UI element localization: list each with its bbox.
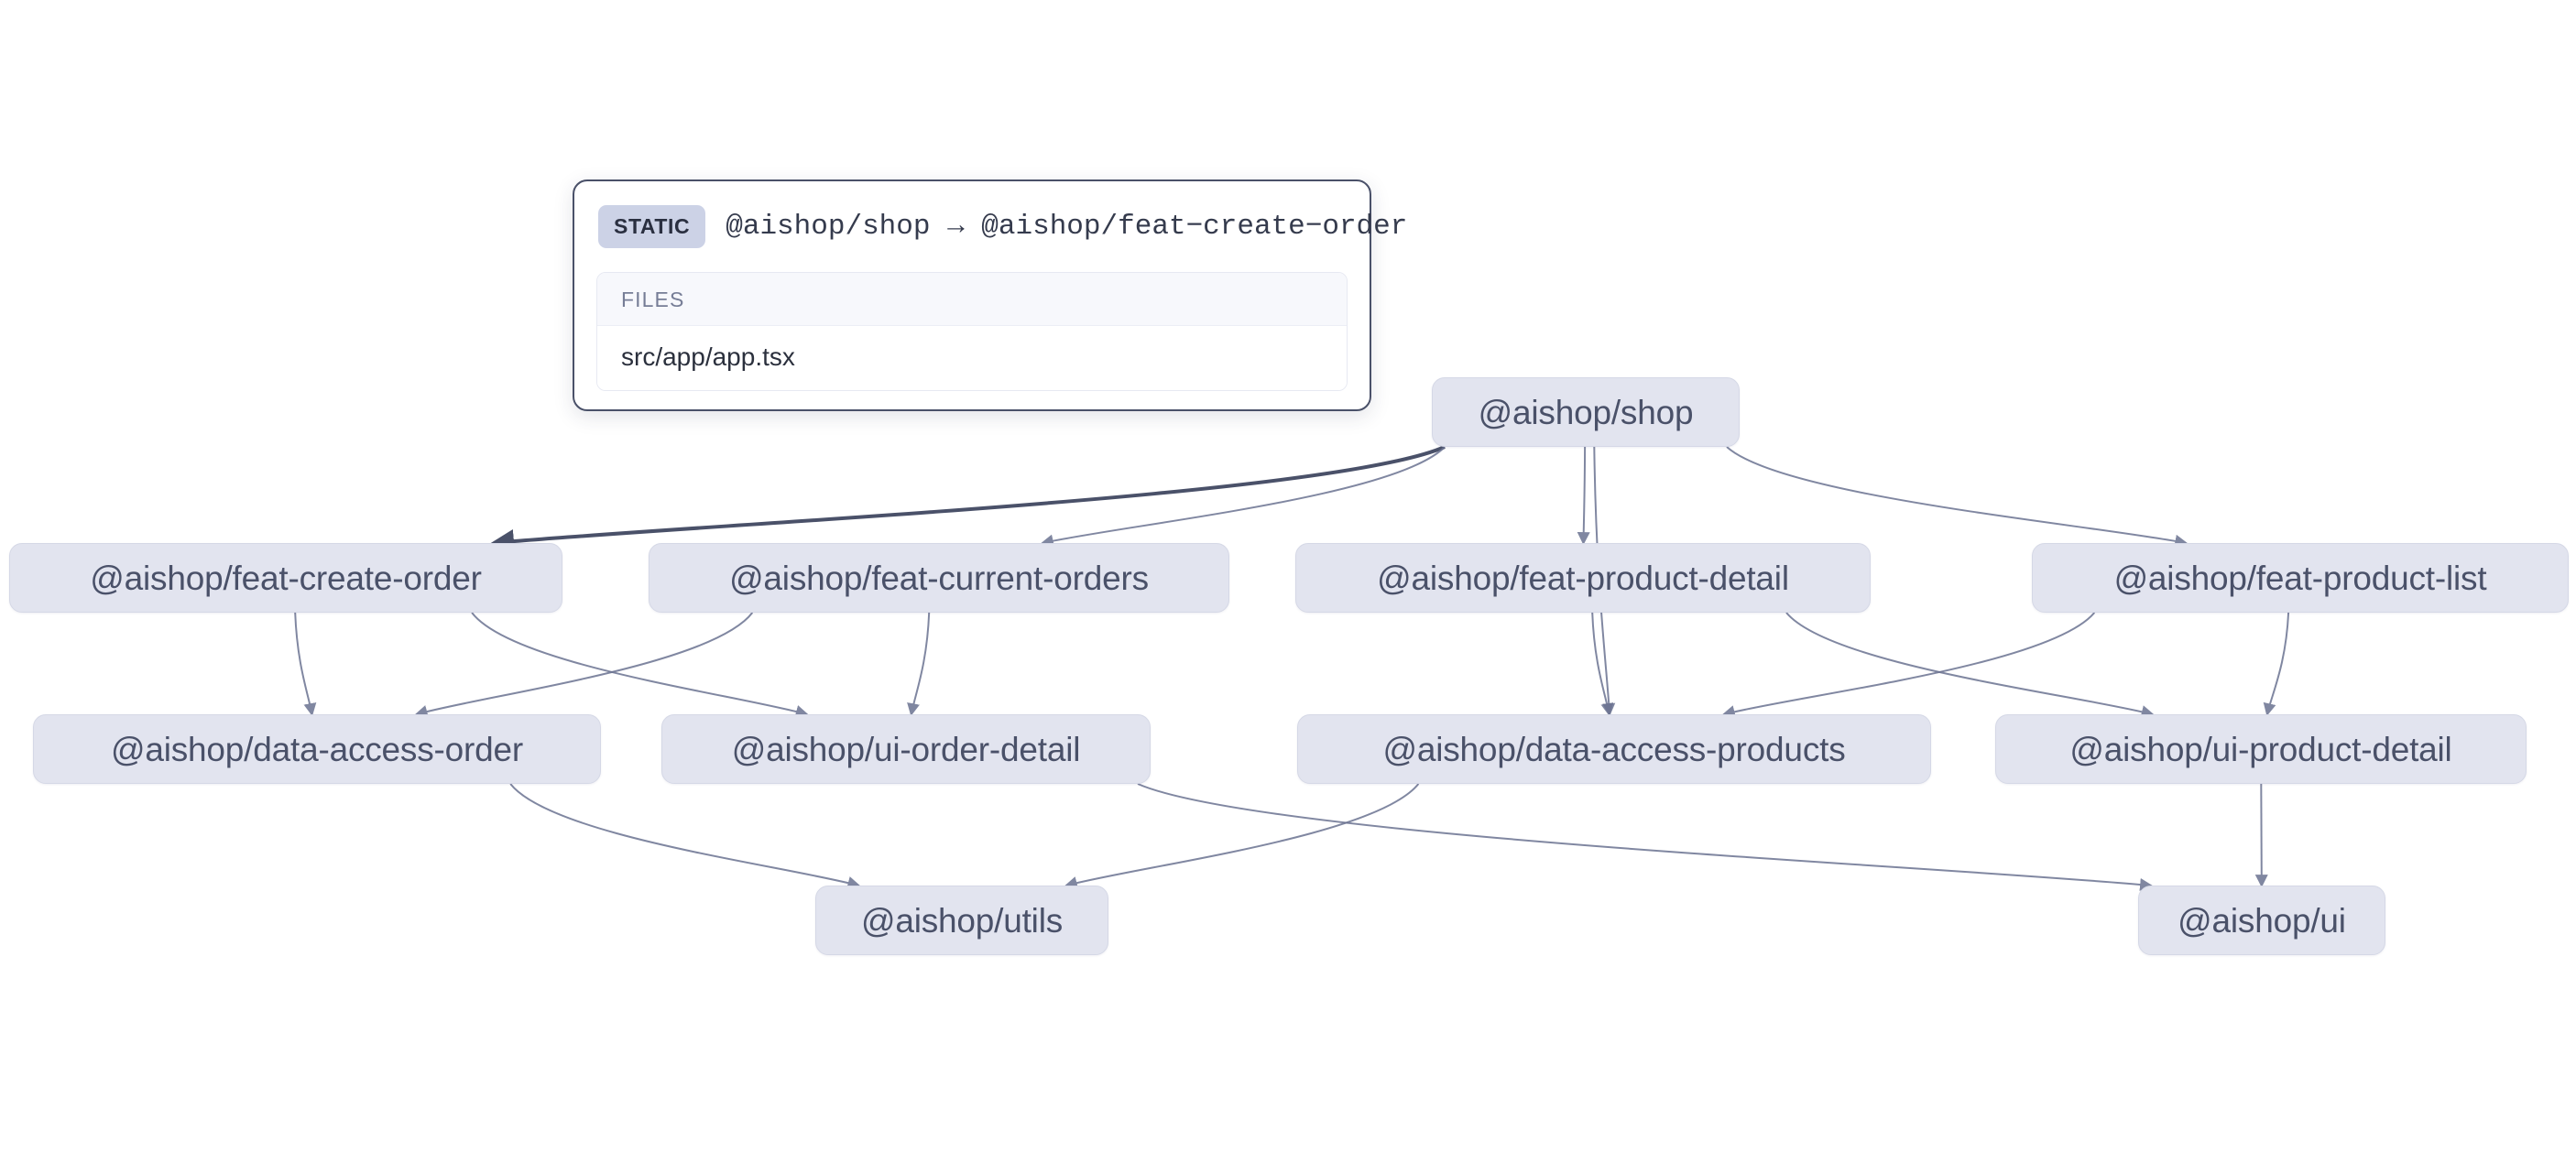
graph-edge-ui-product-detail-to-ui[interactable] xyxy=(2254,783,2268,888)
graph-node-ui-product-detail[interactable]: @aishop/ui-product-detail xyxy=(1995,714,2527,784)
graph-node-label: @aishop/feat-product-list xyxy=(2113,559,2487,597)
graph-edge-shop-to-feat-current-orders[interactable] xyxy=(1040,446,1446,548)
graph-edge-feat-create-order-to-data-access-order[interactable] xyxy=(294,612,317,717)
graph-edge-data-access-products-to-utils[interactable] xyxy=(1064,783,1420,889)
graph-node-label: @aishop/ui-product-detail xyxy=(2069,730,2452,768)
graph-node-feat-create-order[interactable]: @aishop/feat-create-order xyxy=(9,543,562,613)
graph-node-data-access-products[interactable]: @aishop/data-access-products xyxy=(1297,714,1931,784)
graph-node-utils[interactable]: @aishop/utils xyxy=(815,886,1108,955)
graph-edge-data-access-order-to-utils[interactable] xyxy=(509,783,861,889)
graph-edge-feat-product-list-to-data-access-products[interactable] xyxy=(1721,612,2096,718)
graph-node-label: @aishop/ui-order-detail xyxy=(731,730,1081,768)
file-row[interactable]: src/app/app.tsx xyxy=(597,326,1347,390)
graph-edge-shop-to-feat-product-detail[interactable] xyxy=(1577,446,1590,546)
graph-edge-feat-product-list-to-ui-product-detail[interactable] xyxy=(2263,612,2290,717)
graph-edge-ui-order-detail-to-ui[interactable] xyxy=(1137,783,2154,891)
graph-node-data-access-order[interactable]: @aishop/data-access-order xyxy=(33,714,601,784)
graph-edge-shop-to-feat-create-order[interactable] xyxy=(490,445,1446,553)
files-list: src/app/app.tsx xyxy=(597,326,1347,390)
graph-node-label: @aishop/feat-create-order xyxy=(90,559,482,597)
graph-edge-feat-current-orders-to-ui-order-detail[interactable] xyxy=(907,612,931,717)
graph-edge-feat-current-orders-to-data-access-order[interactable] xyxy=(414,612,754,718)
graph-node-label: @aishop/feat-product-detail xyxy=(1377,559,1789,597)
graph-edge-shop-to-feat-product-list[interactable] xyxy=(1726,446,2189,548)
files-panel-header: FILES xyxy=(597,273,1347,326)
graph-edge-feat-create-order-to-ui-order-detail[interactable] xyxy=(471,612,809,718)
graph-node-ui[interactable]: @aishop/ui xyxy=(2138,886,2385,955)
graph-node-feat-current-orders[interactable]: @aishop/feat-current-orders xyxy=(649,543,1229,613)
graph-edge-feat-product-detail-to-data-access-products[interactable] xyxy=(1591,612,1614,717)
detail-card-title: @aishop/shop → @aishop/feat−create−order xyxy=(726,211,1408,243)
detail-card-header: STATIC @aishop/shop → @aishop/feat−creat… xyxy=(596,201,1407,250)
graph-edge-feat-product-detail-to-ui-product-detail[interactable] xyxy=(1785,612,2155,718)
graph-node-shop[interactable]: @aishop/shop xyxy=(1432,377,1740,447)
graph-node-feat-product-detail[interactable]: @aishop/feat-product-detail xyxy=(1295,543,1871,613)
status-badge: STATIC xyxy=(598,205,706,248)
graph-node-label: @aishop/data-access-products xyxy=(1382,730,1846,768)
files-panel: FILES src/app/app.tsx xyxy=(596,272,1348,391)
graph-node-ui-order-detail[interactable]: @aishop/ui-order-detail xyxy=(661,714,1151,784)
graph-node-label: @aishop/shop xyxy=(1478,393,1694,431)
graph-node-label: @aishop/feat-current-orders xyxy=(729,559,1149,597)
graph-node-label: @aishop/data-access-order xyxy=(110,730,524,768)
edge-detail-card[interactable]: STATIC @aishop/shop → @aishop/feat−creat… xyxy=(573,179,1407,411)
graph-node-label: @aishop/ui xyxy=(2178,901,2346,940)
graph-edge-shop-to-data-access-products[interactable] xyxy=(1593,446,1616,717)
graph-node-feat-product-list[interactable]: @aishop/feat-product-list xyxy=(2032,543,2569,613)
graph-node-label: @aishop/utils xyxy=(860,901,1064,940)
